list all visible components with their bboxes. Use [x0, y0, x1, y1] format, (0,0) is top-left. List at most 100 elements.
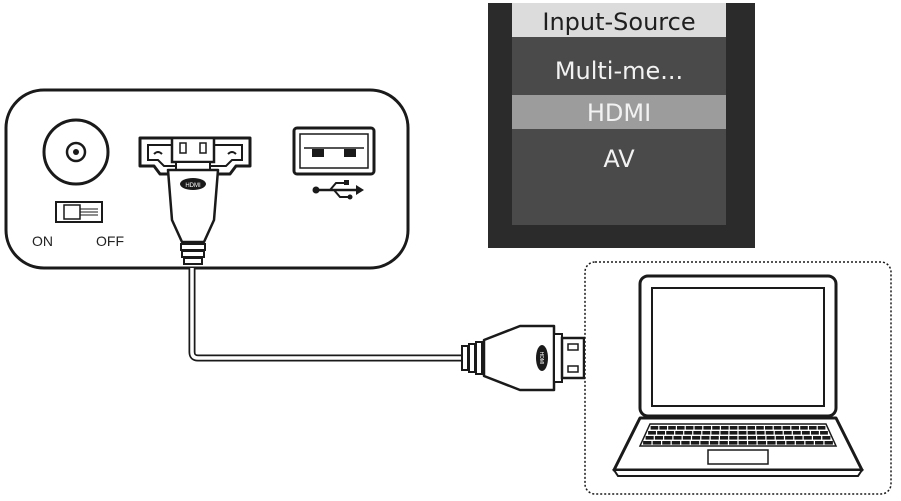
laptop-key: [803, 436, 812, 440]
laptop-key: [729, 426, 738, 430]
laptop-key: [721, 426, 729, 430]
laptop-key: [792, 431, 801, 435]
laptop-key: [702, 431, 711, 435]
laptop-key: [652, 441, 661, 445]
laptop-key: [801, 431, 810, 435]
laptop-key: [681, 441, 690, 445]
hdmi-cable: HDMI HDMI: [166, 136, 586, 392]
laptop-key: [685, 426, 694, 430]
laptop-key: [694, 426, 703, 430]
menu-item-multimedia[interactable]: Multi-me...: [555, 57, 683, 85]
laptop-key: [729, 441, 738, 445]
laptop-key: [738, 436, 747, 440]
laptop-key: [684, 431, 693, 435]
laptop-key: [710, 436, 719, 440]
laptop: [584, 261, 892, 495]
laptop-key: [757, 441, 767, 445]
power-switch[interactable]: [55, 201, 103, 223]
laptop-key: [690, 441, 700, 445]
hdmi-plug-device-label: HDMI: [185, 183, 201, 189]
laptop-key: [677, 426, 685, 430]
laptop-key: [774, 431, 783, 435]
laptop-key: [659, 426, 667, 430]
laptop-key: [748, 441, 757, 445]
laptop-key: [794, 436, 803, 440]
laptop-key: [682, 436, 691, 440]
laptop-key: [785, 436, 794, 440]
laptop-key: [765, 426, 773, 430]
input-source-menu: Input-Source Multi-me... HDMI AV: [488, 3, 755, 248]
laptop-key: [693, 431, 702, 435]
laptop-key: [645, 436, 654, 440]
switch-off-label: OFF: [96, 233, 124, 249]
laptop-key: [747, 436, 756, 440]
menu-title: Input-Source: [542, 8, 695, 36]
laptop-key: [782, 426, 791, 430]
laptop-key: [809, 426, 817, 430]
laptop-base-edge: [612, 469, 864, 477]
laptop-key: [654, 436, 663, 440]
laptop-screen: [651, 287, 825, 407]
laptop-key: [791, 426, 799, 430]
laptop-key: [766, 436, 775, 440]
laptop-key: [756, 426, 764, 430]
laptop-key: [783, 431, 792, 435]
laptop-key: [757, 436, 766, 440]
laptop-key: [824, 441, 833, 445]
laptop-keys: [643, 426, 833, 445]
laptop-key: [776, 441, 786, 445]
laptop-key: [650, 426, 659, 430]
laptop-key: [795, 441, 805, 445]
laptop-key: [673, 436, 682, 440]
laptop-key: [666, 431, 675, 435]
laptop-key: [747, 431, 756, 435]
laptop-key: [675, 431, 684, 435]
laptop-key: [773, 426, 782, 430]
laptop-key: [668, 426, 676, 430]
laptop-key: [700, 441, 709, 445]
laptop-key: [822, 436, 831, 440]
laptop-key: [692, 436, 701, 440]
menu-body: [512, 37, 726, 225]
laptop-touchpad: [707, 449, 769, 465]
menu-item-hdmi[interactable]: HDMI: [587, 99, 651, 127]
laptop-key: [756, 431, 765, 435]
laptop-key: [815, 441, 824, 445]
laptop-key: [729, 436, 738, 440]
laptop-key: [817, 426, 826, 430]
laptop-key: [720, 436, 729, 440]
menu-title-bar: [512, 3, 726, 37]
usb-icon: [312, 180, 364, 200]
laptop-key: [747, 426, 755, 430]
laptop-key: [738, 426, 747, 430]
laptop-key: [738, 431, 747, 435]
laptop-key: [709, 441, 719, 445]
laptop-key: [805, 441, 814, 445]
laptop-key: [720, 431, 729, 435]
laptop-key: [800, 426, 808, 430]
hdmi-plug-device: HDMI: [166, 136, 220, 265]
laptop-key: [643, 441, 652, 445]
laptop-key: [657, 431, 665, 435]
laptop-key: [701, 436, 710, 440]
menu-item-highlight: [512, 95, 726, 129]
hdmi-plug-laptop: HDMI: [461, 324, 586, 392]
laptop-key: [664, 436, 673, 440]
laptop-key: [813, 436, 822, 440]
laptop-key: [811, 431, 819, 435]
dc-power-jack-icon: [42, 118, 110, 186]
laptop-key: [711, 431, 720, 435]
switch-on-label: ON: [32, 233, 53, 249]
laptop-key: [765, 431, 774, 435]
laptop-key: [703, 426, 711, 430]
laptop-key: [767, 441, 776, 445]
laptop-key: [671, 441, 681, 445]
menu-item-av[interactable]: AV: [603, 145, 635, 173]
laptop-key: [729, 431, 738, 435]
laptop-key: [719, 441, 728, 445]
laptop-key: [775, 436, 784, 440]
hdmi-plug-laptop-label: HDMI: [538, 352, 544, 365]
laptop-key: [738, 441, 747, 445]
